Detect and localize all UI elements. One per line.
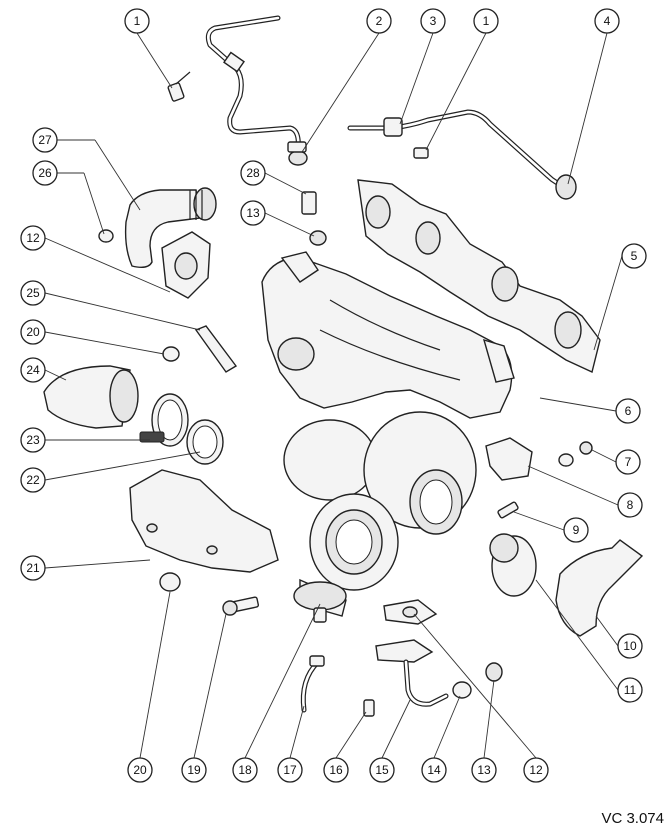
- svg-text:4: 4: [604, 14, 611, 28]
- svg-text:13: 13: [477, 763, 491, 777]
- svg-text:14: 14: [427, 763, 441, 777]
- svg-text:18: 18: [238, 763, 252, 777]
- svg-text:16: 16: [329, 763, 343, 777]
- callout-1b: 1: [473, 8, 499, 34]
- reference-code: VC 3.074: [601, 810, 664, 827]
- screw-28: [301, 191, 317, 215]
- svg-text:6: 6: [625, 404, 632, 418]
- callout-26: 26: [32, 160, 58, 186]
- callout-6: 6: [615, 398, 641, 424]
- callout-11: 11: [617, 677, 643, 703]
- svg-text:17: 17: [283, 763, 297, 777]
- callout-20b: 20: [127, 757, 153, 783]
- callout-20a: 20: [20, 319, 46, 345]
- nut-20-top: [162, 346, 180, 362]
- svg-text:12: 12: [529, 763, 543, 777]
- svg-text:21: 21: [26, 561, 40, 575]
- callout-28: 28: [240, 160, 266, 186]
- support-bracket: [485, 437, 533, 481]
- callout-15: 15: [369, 757, 395, 783]
- callout-4: 4: [594, 8, 620, 34]
- nut-26: [98, 229, 114, 243]
- callout-9: 9: [563, 517, 589, 543]
- callout-12a: 12: [20, 225, 46, 251]
- svg-text:1: 1: [483, 14, 490, 28]
- callout-25: 25: [20, 280, 46, 306]
- exhaust-manifold: [261, 251, 515, 419]
- callout-12b: 12: [523, 757, 549, 783]
- callout-13b: 13: [471, 757, 497, 783]
- callout-3: 3: [420, 8, 446, 34]
- callout-24: 24: [20, 357, 46, 383]
- callout-23: 23: [20, 427, 46, 453]
- connector-hose: [489, 533, 537, 597]
- oil-return-pipe: [347, 109, 577, 200]
- svg-text:27: 27: [38, 133, 52, 147]
- svg-text:10: 10: [623, 639, 637, 653]
- callout-10: 10: [617, 633, 643, 659]
- callout-19: 19: [181, 757, 207, 783]
- svg-text:19: 19: [187, 763, 201, 777]
- screw-16: [363, 699, 375, 717]
- svg-text:1: 1: [134, 14, 141, 28]
- bolt-9: [497, 501, 519, 519]
- intake-elbow-pipe: [124, 187, 217, 269]
- oil-feed-pipe: [205, 15, 308, 166]
- svg-text:8: 8: [627, 498, 634, 512]
- callout-21: 21: [20, 555, 46, 581]
- exhaust-manifold-gasket: [357, 179, 601, 373]
- turbocharger-body: [283, 411, 477, 623]
- svg-text:28: 28: [246, 166, 260, 180]
- svg-text:24: 24: [26, 363, 40, 377]
- nut-20-bottom: [159, 572, 181, 592]
- callout-22: 22: [20, 467, 46, 493]
- svg-text:9: 9: [573, 523, 580, 537]
- svg-text:26: 26: [38, 166, 52, 180]
- heat-shield-bracket: [194, 325, 238, 373]
- outlet-pipe: [555, 539, 644, 637]
- oil-return-fitting: [375, 639, 449, 707]
- heat-shield: [129, 469, 279, 573]
- svg-text:7: 7: [625, 455, 632, 469]
- callout-1a: 1: [124, 8, 150, 34]
- svg-text:20: 20: [133, 763, 147, 777]
- callout-17: 17: [277, 757, 303, 783]
- callouts: 1 2 3 1 4 27 26 28 13 12 5 25 20 24 6 7 …: [20, 8, 647, 783]
- svg-text:3: 3: [430, 14, 437, 28]
- svg-text:13: 13: [246, 206, 260, 220]
- bolt-1-right: [413, 147, 429, 159]
- washer-13-bottom: [485, 662, 503, 682]
- callout-5: 5: [621, 243, 647, 269]
- callout-27: 27: [32, 127, 58, 153]
- nut-7: [558, 453, 574, 467]
- nut-14: [452, 681, 472, 699]
- vacuum-hose: [300, 655, 325, 713]
- callout-13a: 13: [240, 200, 266, 226]
- svg-text:11: 11: [624, 683, 637, 697]
- callout-16: 16: [323, 757, 349, 783]
- svg-text:12: 12: [26, 231, 40, 245]
- svg-text:15: 15: [375, 763, 389, 777]
- svg-text:25: 25: [26, 286, 40, 300]
- bolt-19: [222, 596, 260, 616]
- oil-return-gasket: [383, 599, 438, 625]
- svg-text:2: 2: [376, 14, 383, 28]
- air-hose: [43, 365, 139, 429]
- callout-2: 2: [366, 8, 392, 34]
- leader-lines: [44, 32, 623, 759]
- hose-clamp: [139, 393, 189, 447]
- callout-14: 14: [421, 757, 447, 783]
- seal-ring: [186, 419, 224, 465]
- callout-18: 18: [232, 757, 258, 783]
- washer-6: [579, 441, 593, 455]
- svg-text:23: 23: [26, 433, 40, 447]
- elbow-gasket: [161, 231, 211, 299]
- callout-7: 7: [615, 449, 641, 475]
- washer-13-top: [309, 230, 327, 246]
- svg-text:22: 22: [26, 473, 40, 487]
- svg-text:20: 20: [26, 325, 40, 339]
- svg-text:5: 5: [631, 249, 638, 263]
- callout-8: 8: [617, 492, 643, 518]
